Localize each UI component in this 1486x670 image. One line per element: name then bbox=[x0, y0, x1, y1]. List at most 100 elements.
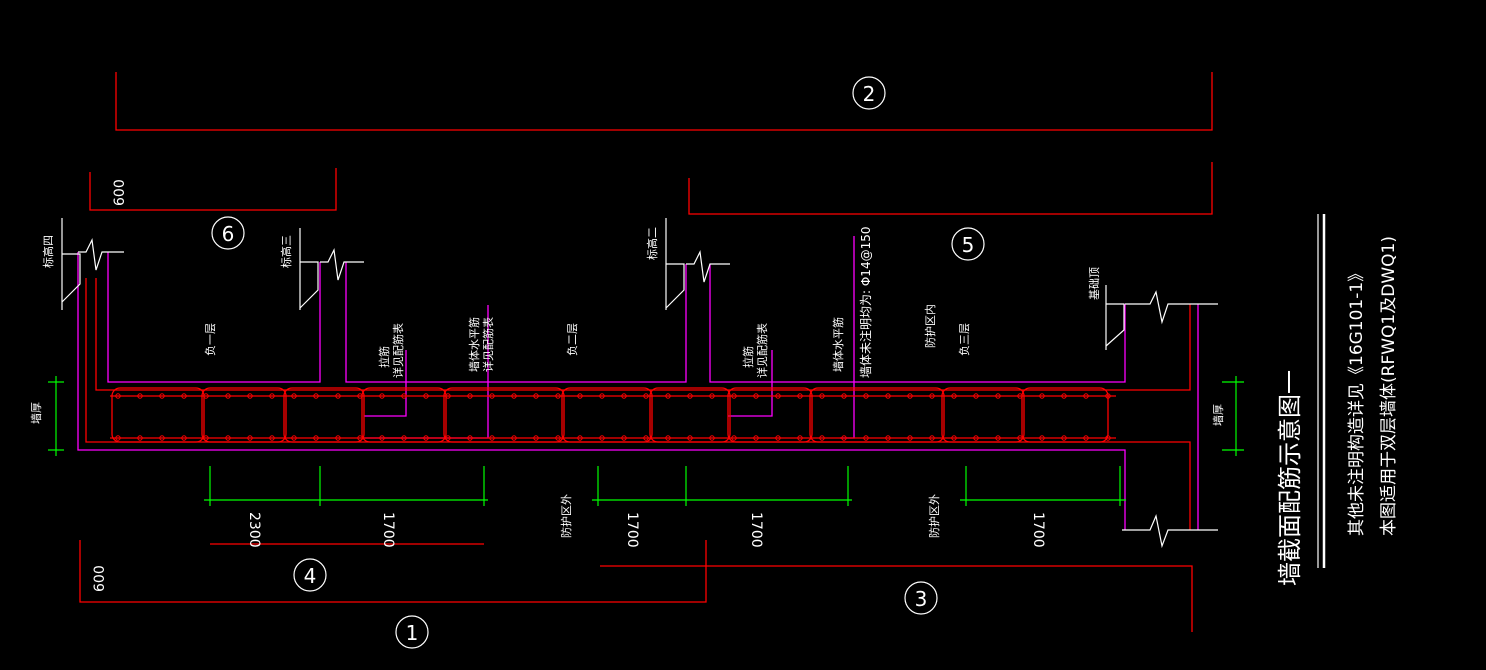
rebar-dot bbox=[379, 435, 385, 441]
rebar-dot bbox=[379, 393, 385, 399]
rebar-dot bbox=[555, 435, 561, 441]
rebar-dot bbox=[951, 435, 957, 441]
rebar-dot bbox=[159, 435, 165, 441]
rebar-dot bbox=[269, 435, 275, 441]
vertical-bar-inner bbox=[95, 278, 1191, 391]
rebar-dot bbox=[401, 393, 407, 399]
rebar-dot bbox=[577, 435, 583, 441]
svg-text:4: 4 bbox=[304, 564, 317, 588]
rebar-dot bbox=[819, 393, 825, 399]
label-floor-b2: 负二层 bbox=[565, 323, 579, 356]
rebar-dot bbox=[1105, 435, 1111, 441]
rebar-dot bbox=[863, 435, 869, 441]
bubble-1: 1 bbox=[395, 615, 429, 649]
rebar-dot bbox=[313, 393, 319, 399]
label-protect-outer-2: 防护区外 bbox=[927, 494, 941, 538]
rebar-dot bbox=[1017, 435, 1023, 441]
rebar-dot bbox=[533, 393, 539, 399]
rebar-dot bbox=[115, 393, 121, 399]
elev-marker-2 bbox=[665, 218, 730, 310]
rebar-dot bbox=[1061, 435, 1067, 441]
rebar-dot bbox=[511, 393, 517, 399]
rebar-dot bbox=[1039, 393, 1045, 399]
svg-text:1: 1 bbox=[406, 621, 419, 645]
rebar-dot bbox=[599, 435, 605, 441]
bracket-6 bbox=[89, 168, 337, 211]
rebar-dot bbox=[1017, 393, 1023, 399]
rebar-dot bbox=[1083, 393, 1089, 399]
rebar-dot bbox=[357, 393, 363, 399]
rebar-dot bbox=[181, 393, 187, 399]
rebar-dot bbox=[665, 435, 671, 441]
rebar-dot bbox=[137, 393, 143, 399]
break-line-bottom bbox=[1122, 513, 1218, 549]
rebar-dot bbox=[423, 393, 429, 399]
label-stirrup-1b: 详见配筋表 bbox=[391, 323, 405, 378]
label-stirrup-2b: 详见配筋表 bbox=[755, 323, 769, 378]
rebar-dot bbox=[775, 435, 781, 441]
rebar-dot bbox=[1061, 393, 1067, 399]
dim-1700-a: 1700 bbox=[380, 512, 396, 548]
rebar-dot bbox=[753, 393, 759, 399]
rebar-dot bbox=[731, 435, 737, 441]
rebar-dot bbox=[291, 393, 297, 399]
svg-text:5: 5 bbox=[962, 233, 975, 257]
rebar-dot bbox=[247, 393, 253, 399]
outer-face bbox=[77, 252, 1126, 530]
rebar-dot bbox=[731, 393, 737, 399]
label-hbar-1b: 详见配筋表 bbox=[481, 317, 495, 372]
drawing-title: 墙截面配筋示意图一 bbox=[1276, 370, 1304, 586]
bracket-5 bbox=[688, 162, 1213, 215]
inner-face-b2 bbox=[345, 262, 687, 383]
rebar-dot bbox=[335, 393, 341, 399]
dim-600-top: 600 bbox=[112, 179, 128, 206]
rebar-dot bbox=[335, 435, 341, 441]
rebar-dot bbox=[907, 435, 913, 441]
rebar-dot bbox=[885, 435, 891, 441]
label-protect-outer-1: 防护区外 bbox=[559, 494, 573, 538]
label-hbar-2: 墙体水平筋 bbox=[831, 317, 845, 372]
label-elev-3: 标高三 bbox=[279, 235, 293, 268]
inner-face-b1 bbox=[107, 252, 321, 383]
rebar-dot bbox=[929, 435, 935, 441]
dimension-texts: 600 600 2300 1700 1700 1700 1700 bbox=[92, 179, 1046, 592]
stirrups bbox=[111, 387, 1109, 443]
rebar-dot bbox=[203, 393, 209, 399]
rebar-dot bbox=[797, 435, 803, 441]
rebar-dot bbox=[841, 435, 847, 441]
detail-bubbles: 1 2 3 4 5 6 bbox=[211, 76, 985, 649]
rebar-dot bbox=[643, 435, 649, 441]
rebar-dot bbox=[181, 435, 187, 441]
rebar-dot bbox=[291, 435, 297, 441]
dim-2300: 2300 bbox=[246, 512, 262, 548]
dim-1700-d: 1700 bbox=[1030, 512, 1046, 548]
rebar-dot bbox=[665, 393, 671, 399]
rebar-dot bbox=[467, 393, 473, 399]
label-hbar-1a: 墙体水平筋 bbox=[467, 317, 481, 372]
rebar-dot bbox=[511, 435, 517, 441]
elev-marker-3 bbox=[299, 228, 364, 310]
bubble-6: 6 bbox=[211, 216, 245, 250]
label-extra-rebar: 墙体未注明均为: Φ14@150 bbox=[858, 227, 873, 378]
bracket-1 bbox=[79, 540, 707, 603]
rebar-dot bbox=[357, 435, 363, 441]
bubble-3: 3 bbox=[904, 581, 938, 615]
bracket-2 bbox=[115, 72, 1213, 131]
svg-text:2: 2 bbox=[863, 82, 876, 106]
label-elev-4: 标高四 bbox=[41, 235, 55, 268]
hbar-ext-3 bbox=[728, 350, 773, 417]
rebar-dot bbox=[269, 393, 275, 399]
rebar-dot bbox=[643, 393, 649, 399]
bubble-4: 4 bbox=[293, 558, 327, 592]
rebar-dot bbox=[753, 435, 759, 441]
rebar-dot bbox=[995, 435, 1001, 441]
label-elev-2: 标高二 bbox=[645, 227, 659, 260]
inner-face-b3 bbox=[709, 264, 1126, 383]
rebar-dot bbox=[423, 435, 429, 441]
rebar-dot bbox=[841, 393, 847, 399]
label-protect-inner: 防护区内 bbox=[923, 304, 937, 348]
rebar-dots bbox=[115, 393, 1111, 441]
title-block: 墙截面配筋示意图一 其他未注明构造详见《16G101-1》 本图适用于双层墙体(… bbox=[1276, 214, 1399, 586]
rebar-dot bbox=[621, 393, 627, 399]
elevation-markers bbox=[61, 218, 1218, 549]
